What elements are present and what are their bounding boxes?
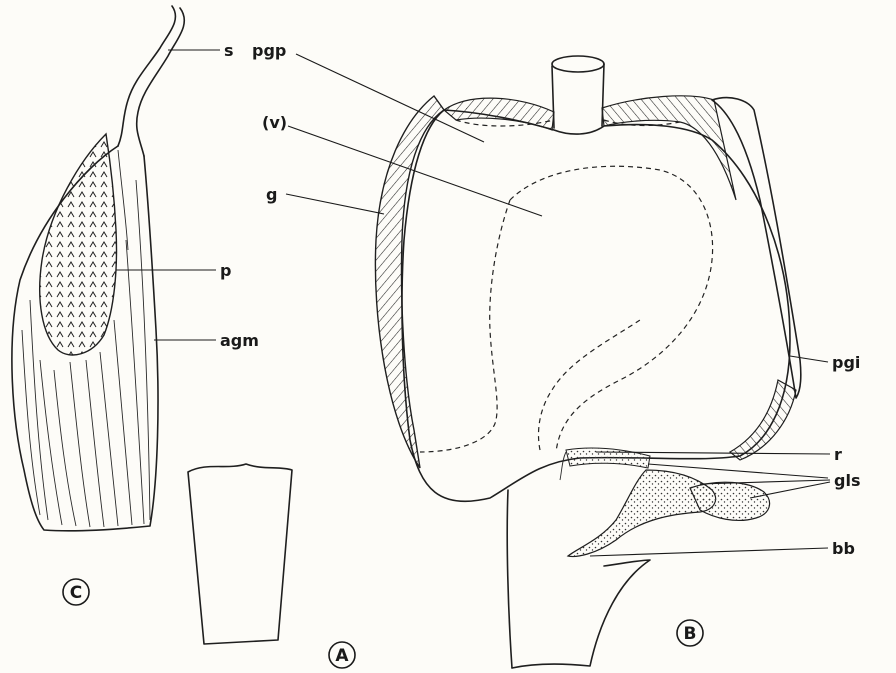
label-pgp: pgp [252, 41, 286, 60]
leader-lines [116, 50, 830, 556]
panel-a-letter: A [335, 646, 349, 666]
label-s: s [224, 41, 234, 60]
panel-c-letter: C [70, 583, 82, 603]
panel-a-drawing [188, 464, 292, 644]
panel-c-drawing [12, 6, 184, 531]
label-pgi: pgi [832, 353, 860, 372]
label-g: g [266, 185, 277, 204]
panel-b-letter: B [684, 624, 697, 644]
panel-marker-c: C [63, 579, 89, 605]
label-p: p [220, 261, 231, 280]
label-v: (v) [262, 113, 287, 132]
label-bb: bb [832, 539, 855, 558]
panel-marker-b: B [677, 620, 703, 646]
label-agm: agm [220, 331, 259, 350]
panel-marker-a: A [329, 642, 355, 668]
label-r: r [834, 445, 842, 464]
panel-b-drawing [375, 56, 800, 668]
label-gls: gls [834, 471, 860, 490]
